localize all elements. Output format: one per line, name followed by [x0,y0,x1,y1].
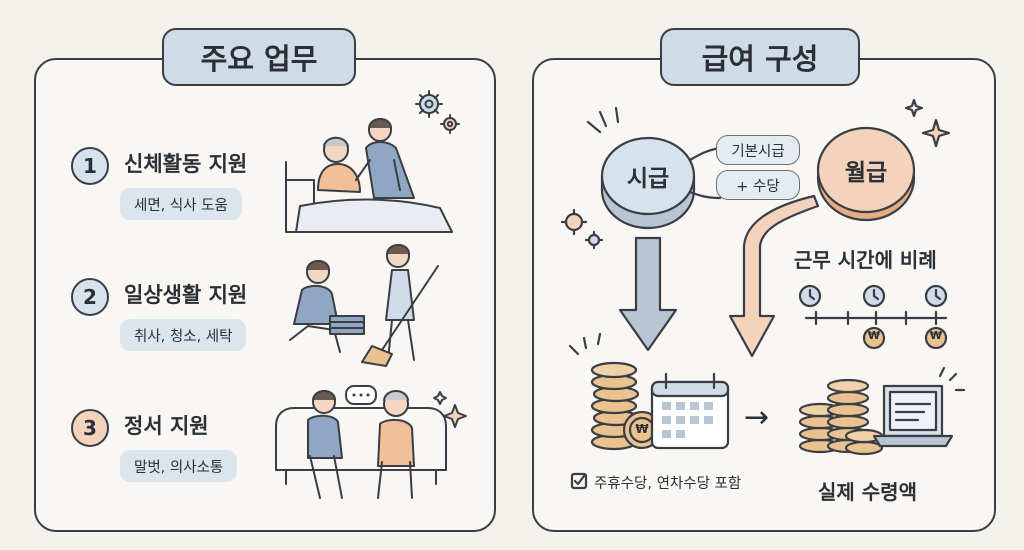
result-arrow-icon: → [744,400,770,435]
main-tasks-title: 주요 업무 [162,28,356,86]
task-number-1: 1 [71,147,109,185]
conversation-illustration [275,385,467,499]
won-icon: ₩ [867,329,881,342]
included-allowances-label: 주휴수당, 연차수당 포함 [594,476,742,492]
salary-structure-title: 급여 구성 [660,28,860,86]
monthly-down-arrow [728,194,820,358]
monthly-coin-icon [816,126,916,222]
base-pay-pill: 기본시급 [716,135,800,165]
task-detail-daily: 취사, 청소, 세탁 [120,319,247,351]
monthly-coin-label: 월급 [844,160,888,186]
caregiver-bed-illustration [285,118,453,233]
gear-icon [560,208,588,236]
hourly-coin-label: 시급 [626,166,670,192]
task-label-daily: 일상생활 지원 [124,283,248,307]
task-detail-emotional: 말벗, 의사소통 [120,450,238,482]
task-number-2: 2 [71,278,109,316]
allowance-pill: + 수당 [716,170,800,200]
task-number-3: 3 [71,409,109,447]
hourly-coin-icon [586,106,696,230]
laptop-icon [872,366,966,448]
task-label-emotional: 정서 지원 [124,414,209,438]
calendar-icon [650,372,730,450]
payout-coins-icon [798,378,884,456]
gear-icon [440,114,460,134]
housework-illustration [289,244,439,367]
task-label-physical: 신체활동 지원 [124,152,248,176]
work-hours-timeline [798,284,948,350]
won-icon: ₩ [635,422,649,436]
gear-icon [415,90,443,118]
sparkle-icon [921,118,951,148]
gear-icon [584,230,604,250]
sparkle-icon [904,98,924,118]
proportional-label: 근무 시간에 비례 [794,248,937,272]
coin-stack-icon [568,332,662,451]
hourly-down-arrow [618,236,678,352]
check-mark [573,474,586,486]
check-icon [570,472,588,490]
task-detail-physical: 세면, 식사 도움 [120,188,242,220]
actual-pay-label: 실제 수령액 [818,480,917,504]
won-icon: ₩ [929,329,943,342]
